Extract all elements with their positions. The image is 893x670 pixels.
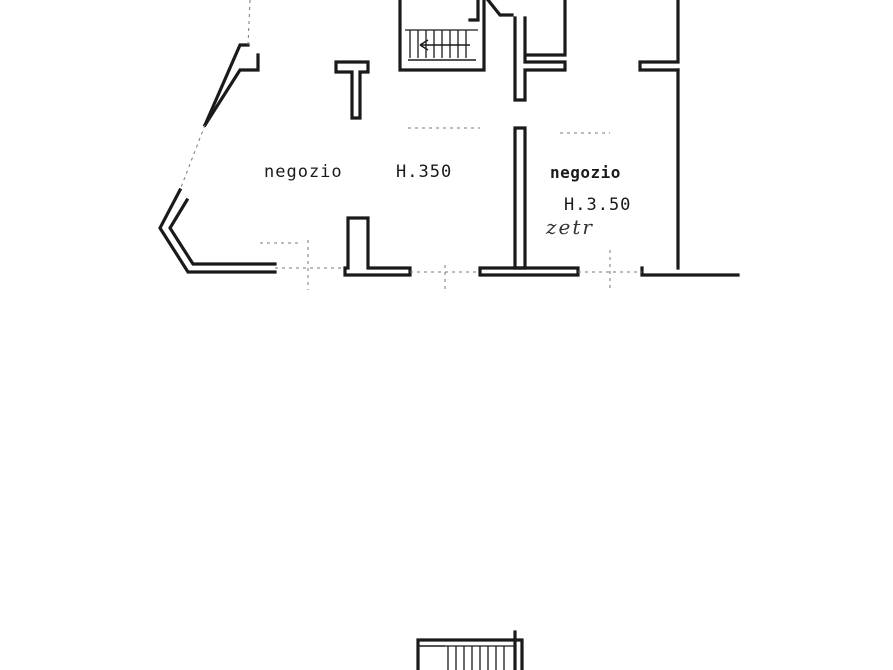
partition-wall	[513, 126, 527, 270]
room-label-right: negozio	[550, 163, 621, 182]
right-stub-walls	[638, 0, 680, 270]
room-height-right: H.3.50	[564, 195, 631, 215]
top-center-walls	[485, 0, 567, 102]
column-pier	[334, 60, 370, 120]
stair-top	[398, 0, 486, 72]
room-height-left: H.350	[396, 162, 452, 182]
room-label-left: negozio	[264, 162, 343, 182]
faint-marks	[408, 127, 610, 134]
bottom-facade	[260, 216, 740, 290]
floor-note: zetr	[545, 215, 594, 239]
left-bay-wall	[158, 0, 277, 274]
stair-bottom	[416, 630, 524, 670]
